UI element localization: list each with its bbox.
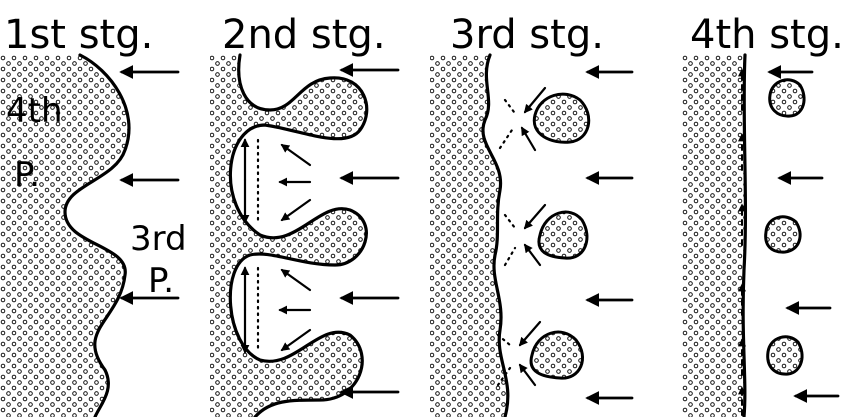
third-phase-p-label: P. [148, 261, 174, 301]
stage-2-arrow-upper-diag-1 [282, 145, 310, 165]
stage-2-arrow-upper-diag-2 [282, 200, 310, 220]
fourth-phase-label: 4th [6, 91, 63, 131]
stage-2-arrow-lower-diag-1 [282, 270, 310, 290]
fourth-phase-p-label: P. [14, 155, 40, 195]
stage-3-droplet-2 [539, 212, 587, 258]
stage-3-arrow-neck-2b [525, 245, 540, 265]
stage-3-arrow-neck-1b [522, 128, 535, 150]
stage-3-title: 3rd stg. [450, 12, 604, 58]
stage-1-title: 1st stg. [4, 12, 153, 58]
stage-3-arrow-neck-2a [525, 205, 545, 228]
stage-4-droplet-3 [768, 337, 802, 374]
stage-4-droplet-2 [766, 217, 800, 252]
stage-2-panel [210, 55, 398, 417]
stage-3-dotted-1a [505, 100, 514, 112]
third-phase-label: 3rd [130, 219, 187, 259]
stage-4-droplet-1 [770, 80, 804, 116]
stage-2-title: 2nd stg. [222, 12, 386, 58]
stage-1-panel: 4th P. 3rd P. [0, 55, 187, 417]
stage-4-title: 4th stg. [690, 12, 844, 58]
stage-4-phase-region [682, 55, 745, 417]
stage-3-droplet-1 [534, 94, 588, 142]
stage-3-dotted-2b [505, 248, 515, 265]
stage-3-panel [430, 55, 632, 417]
stage-3-droplet-3 [531, 332, 582, 378]
stage-3-dotted-1b [500, 130, 512, 148]
stage-3-dotted-2a [505, 215, 515, 228]
stage-4-panel [682, 55, 838, 417]
